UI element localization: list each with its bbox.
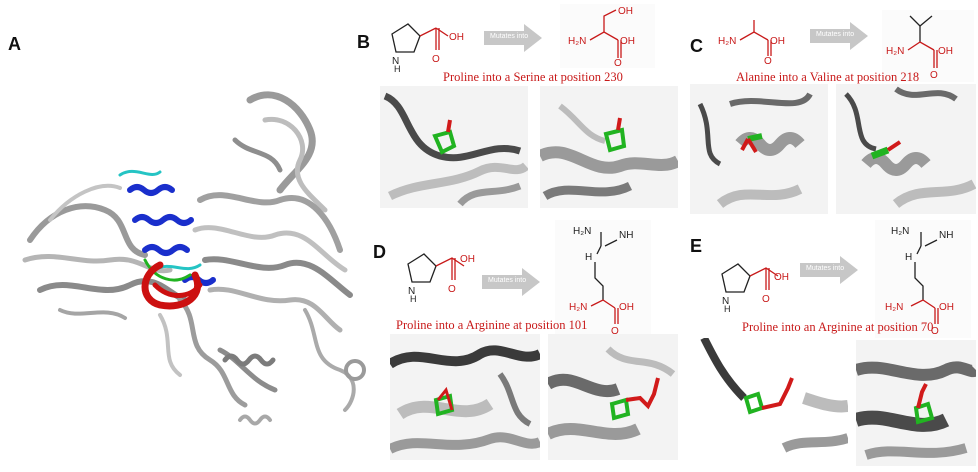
mutates-into-arrow-e bbox=[800, 256, 858, 284]
render-c-mutant bbox=[836, 84, 976, 214]
serine-o: O bbox=[614, 58, 622, 68]
panel-a-label: A bbox=[8, 34, 21, 54]
panel-c-label: C bbox=[690, 36, 703, 56]
caption-b: Proline into a Serine at position 230 bbox=[443, 70, 623, 84]
arginine-e-h2n-top: H₂N bbox=[891, 226, 909, 237]
panel-e-label: E bbox=[690, 236, 703, 256]
serine-structure: OH H₂N OH O bbox=[560, 4, 655, 68]
proline-structure-d: OH O N H bbox=[407, 253, 475, 302]
mutates-into-arrow-d bbox=[482, 268, 540, 296]
proline-e-n: N bbox=[722, 296, 729, 307]
arrow-label-e: Mutates into bbox=[806, 265, 845, 272]
proline-d-n: N bbox=[408, 286, 415, 297]
arginine-d-o: O bbox=[611, 326, 619, 337]
proline-e-o: O bbox=[762, 294, 770, 305]
atom-o: O bbox=[432, 54, 440, 65]
alanine-structure: H₂N OH O bbox=[718, 20, 785, 66]
arginine-e-h2n: H₂N bbox=[885, 302, 903, 313]
protein-structure-render bbox=[10, 60, 385, 460]
arginine-e-nh: NH bbox=[939, 230, 953, 241]
arginine-structure-e: H₂N NH H H₂N OH O bbox=[875, 220, 971, 338]
arginine-e-oh: OH bbox=[939, 302, 954, 313]
alanine-oh: OH bbox=[770, 36, 785, 47]
atom-nh: N bbox=[392, 56, 399, 67]
atom-h: H bbox=[394, 64, 401, 72]
valine-oh: OH bbox=[938, 46, 953, 57]
render-d-mutant bbox=[548, 334, 678, 460]
proline-d-h: H bbox=[410, 294, 417, 302]
serine-h2n: H₂N bbox=[568, 36, 586, 47]
proline-e-h: H bbox=[724, 304, 731, 312]
arginine-d-nh: NH bbox=[619, 230, 633, 241]
valine-structure: H₂N OH O bbox=[882, 10, 974, 82]
proline-structure-e: OH O N H bbox=[721, 263, 789, 312]
serine-oh-top: OH bbox=[618, 6, 633, 17]
arginine-e-o: O bbox=[931, 326, 939, 337]
caption-e: Proline into an Arginine at position 70 bbox=[742, 320, 934, 334]
render-e-wildtype bbox=[684, 338, 848, 466]
render-b-mutant bbox=[540, 86, 678, 208]
proline-structure-b: OH O N H bbox=[391, 23, 464, 72]
render-c-wildtype bbox=[690, 84, 828, 214]
valine-o: O bbox=[930, 70, 938, 81]
panel-d-label: D bbox=[373, 242, 386, 262]
mutates-into-arrow-b bbox=[484, 24, 542, 52]
arrow-label-b: Mutates into bbox=[490, 33, 529, 40]
caption-c: Alanine into a Valine at position 218 bbox=[736, 70, 920, 84]
proline-d-o: O bbox=[448, 284, 456, 295]
alanine-h2n: H₂N bbox=[718, 36, 736, 47]
proline-d-oh: OH bbox=[460, 254, 475, 265]
valine-h2n: H₂N bbox=[886, 46, 904, 57]
serine-oh: OH bbox=[620, 36, 635, 47]
arrow-label-d: Mutates into bbox=[488, 277, 527, 284]
arginine-d-oh: OH bbox=[619, 302, 634, 313]
arginine-d-h2n-top: H₂N bbox=[573, 226, 591, 237]
arginine-d-hn: H bbox=[585, 252, 592, 263]
alanine-o: O bbox=[764, 56, 772, 66]
render-b-wildtype bbox=[380, 86, 528, 208]
caption-d: Proline into a Arginine at position 101 bbox=[396, 318, 588, 332]
arginine-structure-d: H₂N NH H H₂N OH O bbox=[555, 220, 651, 338]
arrow-label-c: Mutates into bbox=[816, 31, 855, 38]
arginine-e-hn: H bbox=[905, 252, 912, 263]
render-d-wildtype bbox=[390, 334, 540, 460]
arginine-d-h2n: H₂N bbox=[569, 302, 587, 313]
render-e-mutant bbox=[856, 340, 976, 466]
panel-b-label: B bbox=[357, 32, 370, 52]
atom-oh: OH bbox=[449, 32, 464, 43]
proline-e-oh: OH bbox=[774, 272, 789, 283]
mutates-into-arrow-c bbox=[810, 22, 868, 50]
